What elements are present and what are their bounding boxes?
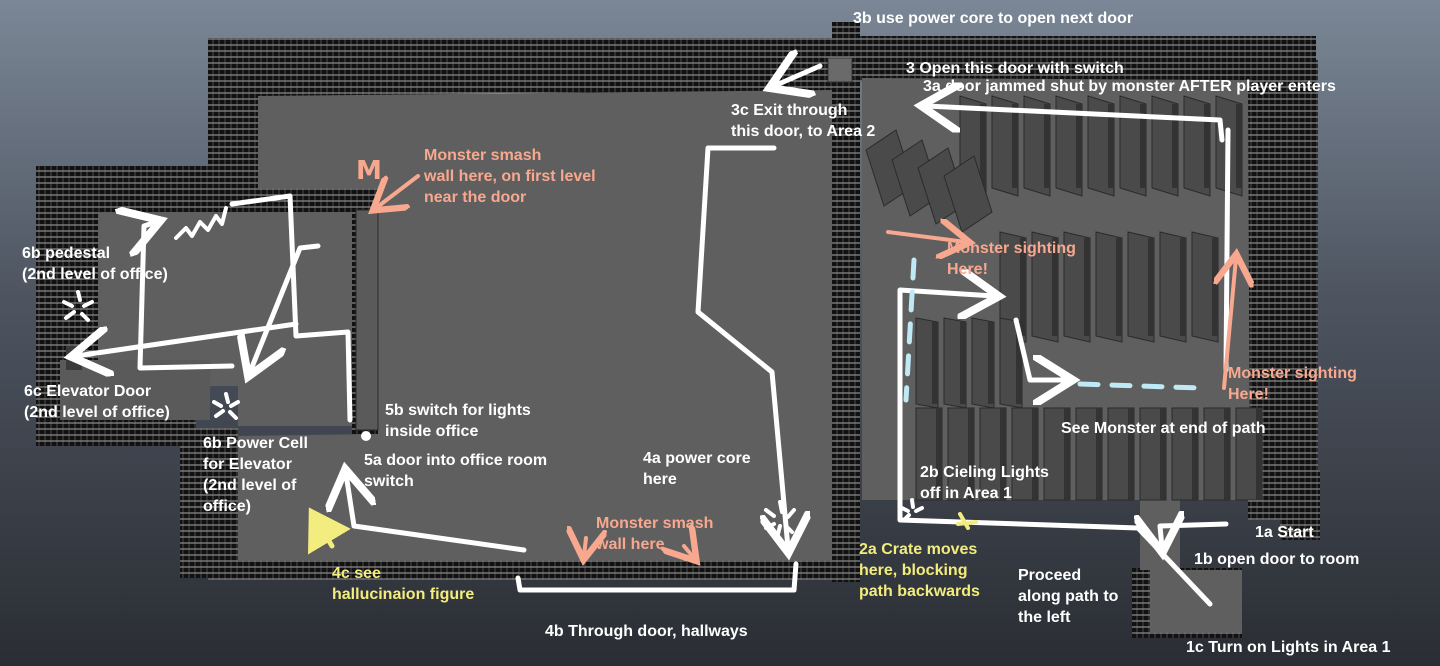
label-step-5b: 5b switch for lights inside office xyxy=(385,400,531,442)
wall-main-left xyxy=(208,38,258,178)
crate-shadow xyxy=(980,104,986,188)
label-step-2a: 2a Crate moves here, blocking path backw… xyxy=(859,539,980,602)
label-step-3b: 3b use power core to open next door xyxy=(853,8,1133,29)
monster-mark: M xyxy=(356,156,382,186)
crate-shadow xyxy=(960,322,966,404)
floor-start-corridor xyxy=(1150,570,1242,632)
crate-shadow xyxy=(1116,238,1122,336)
label-step-4a: 4a power core here xyxy=(643,448,751,490)
wall-main-bottom xyxy=(208,558,838,580)
crate-shadow xyxy=(1204,104,1210,188)
label-see-monster: See Monster at end of path xyxy=(1061,418,1265,439)
crate-shadow xyxy=(988,322,994,404)
label-step-3a: 3a door jammed shut by monster AFTER pla… xyxy=(923,76,1336,97)
label-step-6b-cell: 6b Power Cell for Elevator (2nd level of… xyxy=(203,433,308,517)
label-step-1b: 1b open door to room xyxy=(1194,549,1359,570)
door-area-2 xyxy=(828,58,852,82)
crate-shadow xyxy=(1148,238,1154,336)
label-step-1c: 1c Turn on Lights in Area 1 xyxy=(1186,637,1390,658)
label-step-3c: 3c Exit through this door, to Area 2 xyxy=(731,100,875,142)
label-step-4b: 4b Through door, hallways xyxy=(545,621,748,642)
crate-shadow xyxy=(1076,104,1082,188)
crate-shadow xyxy=(1084,238,1090,336)
sparkle-power-cell xyxy=(214,394,238,418)
label-monster-wall: Monster smash wall here, on first level … xyxy=(424,145,596,208)
label-step-5a: 5a door into office room switch xyxy=(364,450,547,492)
crate-shadow xyxy=(1012,104,1018,188)
crate-shadow xyxy=(1180,238,1186,336)
crate-shadow xyxy=(932,322,938,404)
label-proceed: Proceed along path to the left xyxy=(1018,565,1118,628)
label-step-4c: 4c see hallucinaion figure xyxy=(332,563,474,605)
label-step-6c: 6c Elevator Door (2nd level of office) xyxy=(24,381,170,423)
label-step-1a: 1a Start xyxy=(1255,522,1314,543)
label-monster-hall: Monster smash wall here xyxy=(596,513,713,555)
monster-arrow-hall-1 xyxy=(584,538,586,556)
crate-shadow xyxy=(1044,104,1050,188)
door-office xyxy=(356,210,378,430)
crate-shadow xyxy=(1212,238,1218,336)
label-monster-sighting-2: Monster sighting Here! xyxy=(1228,363,1357,405)
label-monster-sighting-1: Monster sighting Here! xyxy=(947,238,1076,280)
switch-dot xyxy=(361,431,371,441)
label-step-2b: 2b Cieling Lights off in Area 1 xyxy=(920,462,1049,504)
sparkle-lights xyxy=(902,500,922,520)
crate-shadow xyxy=(1236,104,1242,188)
label-step-6b-pedestal: 6b pedestal (2nd level of office) xyxy=(22,243,168,285)
wall-main-top xyxy=(208,38,848,100)
